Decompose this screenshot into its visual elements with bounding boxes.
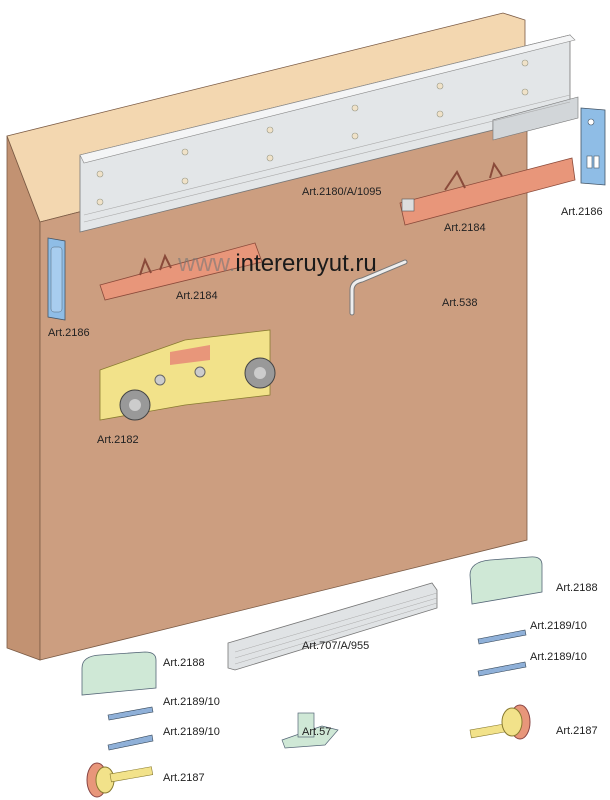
cover-left — [81, 651, 157, 696]
watermark-prefix: www. — [178, 250, 236, 277]
label-cover-left: Art.2188 — [163, 657, 205, 669]
door-side-face — [6, 135, 41, 661]
label-stop-right: Art.2186 — [561, 206, 603, 218]
label-plate-l2: Art.2189/10 — [163, 726, 220, 738]
carriage — [99, 329, 276, 421]
label-plate-l1: Art.2189/10 — [163, 696, 220, 708]
allen-key — [349, 259, 408, 316]
wheel-right — [469, 704, 531, 740]
label-carriage: Art.2182 — [97, 434, 139, 446]
label-key: Art.538 — [442, 297, 478, 309]
label-stop-left: Art.2186 — [48, 327, 90, 339]
label-plate-r2: Art.2189/10 — [530, 651, 587, 663]
bottom-guide-rail — [227, 582, 438, 671]
label-plate-r1: Art.2189/10 — [530, 620, 587, 632]
top-rail — [79, 34, 579, 233]
floor-guide — [281, 712, 339, 749]
hanger-left — [99, 242, 263, 301]
label-guide: Art.57 — [302, 726, 332, 738]
hanger-right — [399, 157, 576, 226]
watermark-domain: intereruyut.ru — [235, 250, 377, 277]
label-wheel-right: Art.2187 — [556, 725, 598, 737]
end-stop-right — [580, 107, 606, 186]
label-rail-top: Art.2180/A/1095 — [302, 186, 382, 198]
label-cover-right: Art.2188 — [556, 582, 598, 594]
label-wheel-left: Art.2187 — [163, 772, 205, 784]
adjust-plates — [107, 629, 527, 751]
label-guide-rail: Art.707/A/955 — [302, 640, 370, 652]
cover-right — [469, 556, 543, 605]
wheel-left — [86, 762, 154, 798]
end-stop-left — [47, 237, 66, 321]
watermark: www.intereruyut.ru — [178, 250, 377, 278]
label-hanger-left: Art.2184 — [176, 290, 218, 302]
label-hanger-right: Art.2184 — [444, 222, 486, 234]
